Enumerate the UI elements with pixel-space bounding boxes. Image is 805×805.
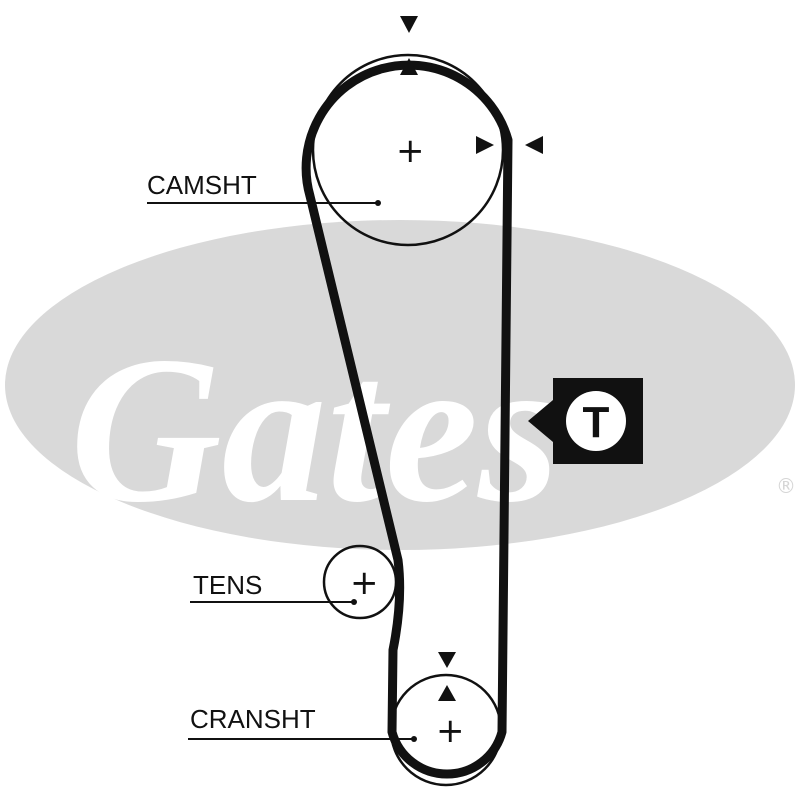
arrow-down-icon [400, 16, 418, 33]
crankshaft-timing-marks [438, 652, 456, 701]
arrow-left-icon [525, 136, 543, 154]
camshaft-side-timing-marks [476, 136, 543, 154]
camshaft-pulley [311, 53, 505, 247]
tensioner-label: TENS [193, 570, 262, 600]
crankshaft-label: CRANSHT [190, 704, 316, 734]
crankshaft-leader-dot [411, 736, 417, 742]
tensioner-marker: T [528, 378, 643, 464]
arrow-down-icon [438, 652, 456, 668]
timing-belt [301, 60, 513, 779]
watermark-logo: Gates ® [5, 220, 796, 550]
camshaft-leader-dot [375, 200, 381, 206]
camshaft-label: CAMSHT [147, 170, 257, 200]
watermark-brand-text: Gates [70, 314, 560, 546]
arrow-up-icon [438, 685, 456, 701]
arrow-up-icon [400, 58, 418, 75]
camshaft-callout: CAMSHT [147, 170, 381, 206]
arrow-right-icon [476, 136, 494, 154]
watermark-ellipse [5, 220, 795, 550]
camshaft-top-timing-marks [400, 16, 418, 75]
camshaft-center-mark: + [396, 131, 425, 171]
marker-pointer-icon [528, 400, 553, 442]
trademark-symbol: ® [776, 474, 796, 498]
crankshaft-center-mark: + [436, 711, 465, 751]
tensioner-leader-dot [351, 599, 357, 605]
crankshaft-callout: CRANSHT [188, 704, 417, 742]
tensioner-marker-letter: T [583, 398, 610, 447]
tensioner-callout: TENS [190, 570, 357, 605]
tensioner-marker-circle [566, 391, 626, 451]
tensioner-center-mark: + [350, 563, 379, 603]
